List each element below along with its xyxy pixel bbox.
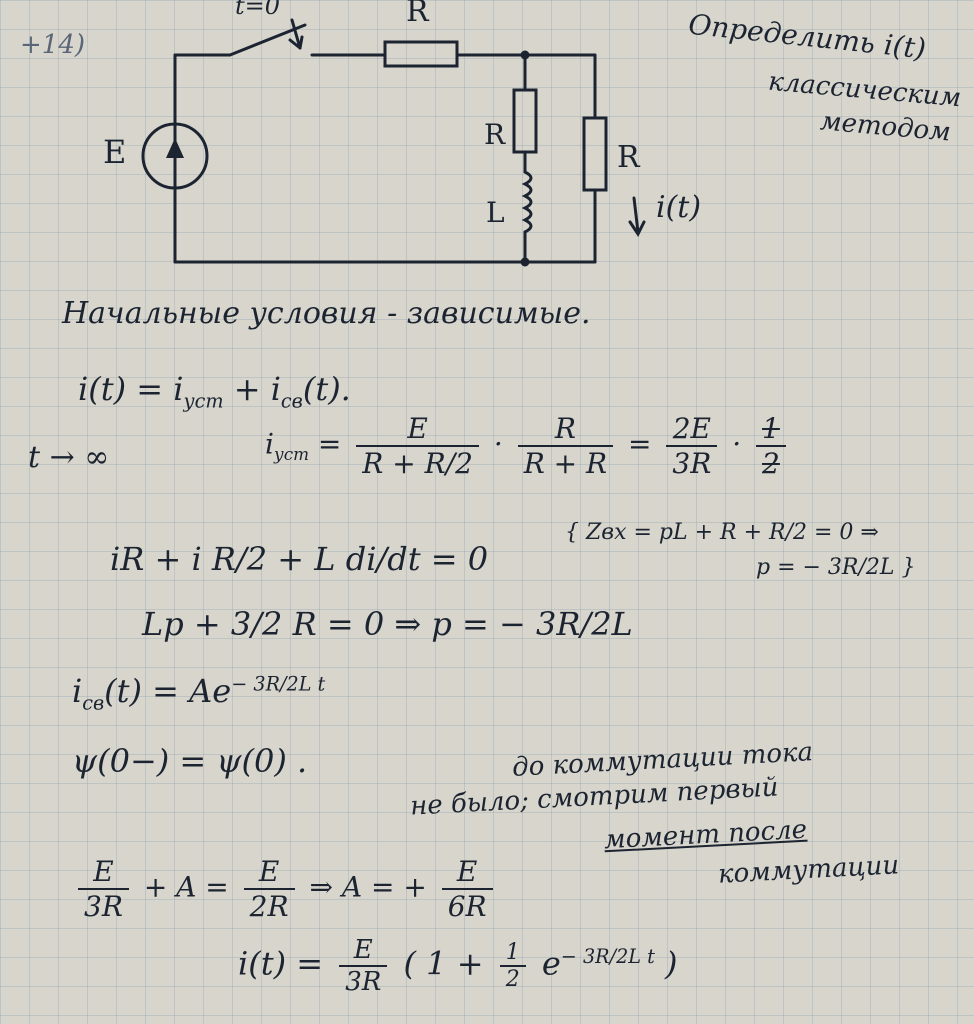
l-branch-label: L xyxy=(486,196,505,229)
node-bottom xyxy=(520,257,530,267)
decomposition-equation: i(t) = iуст + iсв(t). xyxy=(78,370,351,413)
flux-continuity: ψ(0−) = ψ(0) . xyxy=(72,742,308,780)
inductor-coil xyxy=(521,170,533,234)
input-impedance-line1: { Zвх = pL + R + R/2 = 0 ⇒ xyxy=(565,520,879,545)
r-parallel-label: R xyxy=(617,140,640,175)
resistor-branch xyxy=(512,88,538,154)
resistor-series xyxy=(383,40,459,68)
switch-blade xyxy=(228,23,307,57)
t-infinity-label: t → ∞ xyxy=(28,440,110,475)
switch-arrow-head xyxy=(288,35,304,50)
comment-line2: не было; смотрим первый xyxy=(409,772,780,822)
free-component-equation: iсв(t) = Ae− 3R/2L t xyxy=(72,672,326,715)
resistor-parallel xyxy=(582,116,608,192)
comment-line4: коммутации xyxy=(717,850,900,890)
characteristic-equation: Lp + 3/2 R = 0 ⇒ p = − 3R/2L xyxy=(142,605,633,643)
source-label: E xyxy=(103,133,127,171)
input-impedance-line2: p = − 3R/2L } xyxy=(756,555,916,580)
r-series-label: R xyxy=(406,0,429,29)
node-top xyxy=(520,50,530,60)
source-arrow-icon xyxy=(166,138,184,158)
current-label: i(t) xyxy=(656,190,702,225)
circuit-diagram xyxy=(141,18,646,267)
current-arrow-shaft xyxy=(632,196,640,234)
r-branch-label: R xyxy=(484,118,506,151)
switch-label: t=0 xyxy=(235,0,281,20)
switch-arrow xyxy=(290,18,302,50)
initial-conditions-note: Начальные условия - зависимые. xyxy=(62,296,591,331)
current-arrow-head xyxy=(628,220,646,237)
comment-line3: момент после xyxy=(603,814,808,856)
problem-number: +14) xyxy=(20,30,86,60)
kirchhoff-equation: iR + i R/2 + L di/dt = 0 xyxy=(110,540,489,578)
